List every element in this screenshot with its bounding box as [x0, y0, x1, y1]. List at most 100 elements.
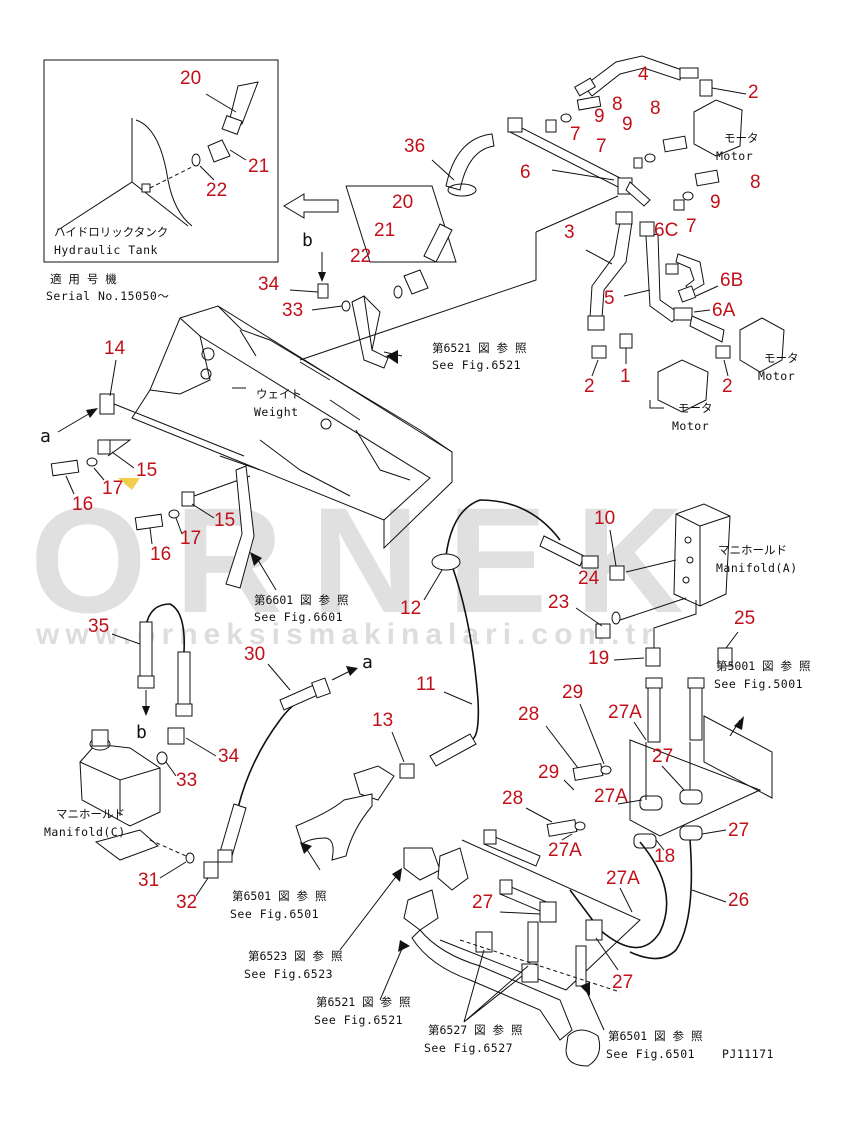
ref-6523-leader [339, 873, 399, 951]
ref-jp: 第6521 図 参 照 [316, 995, 410, 1009]
hose-4 [583, 55, 683, 97]
washer-29-a [600, 765, 612, 775]
watermark-accent [118, 478, 140, 490]
manifold-c-jp: マニホールド [56, 807, 125, 821]
inset-title-en: Hydraulic Tank [54, 243, 158, 257]
adapter-19 [645, 647, 661, 667]
a-arrow-right-head [346, 666, 358, 676]
washer-9-c [682, 191, 694, 201]
manifold-a-edges [675, 513, 731, 606]
clamp-27-b [679, 825, 703, 841]
hose-11-top [445, 499, 561, 557]
part-number: 27A [594, 786, 628, 807]
inset-title-jp: ハイドロリックタンク [54, 225, 168, 239]
watermark-url: www.orneksismakinalari.com.tr [35, 618, 659, 651]
washer-29-b [574, 821, 586, 831]
hose-20-detail [423, 223, 453, 263]
part-number: 11 [416, 674, 436, 695]
part-number: 29 [562, 682, 583, 703]
elbow-2-right [715, 345, 731, 359]
ref-6501b-leader [585, 989, 605, 1031]
bolt-8-a [576, 95, 602, 111]
clip-7-b [633, 157, 643, 169]
letter-b-left: b [136, 722, 147, 743]
part-number: 15 [214, 510, 235, 531]
bolt-16-a [50, 459, 80, 477]
valve-6523 [437, 847, 469, 891]
leader [551, 169, 615, 181]
oring-22-inset [191, 153, 201, 167]
a-arrow-head [86, 408, 98, 418]
ref-6501-arrow [300, 842, 312, 854]
ref-jp: 第6527 図 参 照 [428, 1023, 522, 1037]
part-number: 6A [712, 300, 736, 321]
part-number: 27A [606, 868, 640, 889]
motor-bottom-en: Motor [672, 419, 709, 433]
part-number: 6 [520, 162, 531, 183]
stay-b [575, 945, 587, 987]
part-number: 27 [652, 746, 673, 767]
ref-6523-arrow [392, 868, 402, 882]
motor-top-jp: モータ [724, 131, 759, 145]
leader [431, 159, 455, 181]
elbow-2-left [591, 345, 607, 359]
ref-6501b-arrow [580, 982, 590, 996]
part-number: 35 [88, 616, 109, 637]
b-arrow-left-head [142, 706, 150, 716]
leader [623, 289, 651, 297]
motor-top [693, 99, 743, 157]
part-number: 9 [710, 192, 721, 213]
detail-box: 20 21 22 [345, 185, 457, 299]
part-number: 20 [392, 192, 413, 213]
part-number: 7 [570, 124, 581, 145]
stay-a [527, 921, 539, 963]
clamp-lower-f [521, 963, 539, 983]
part-number: 27 [612, 972, 633, 993]
pipe-6527 [411, 929, 573, 1041]
weight-side [149, 317, 211, 395]
leaders [613, 631, 739, 661]
motor-top-en: Motor [716, 149, 753, 163]
manifold-a-port-1 [684, 536, 692, 544]
elbow-32 [203, 861, 219, 879]
ref-6527-leaders [463, 949, 529, 1023]
arrow-to-inset [283, 193, 339, 219]
ref-jp: 第5001 図 参 照 [716, 659, 810, 673]
washer-17-a [86, 457, 98, 467]
part-number: 12 [400, 598, 421, 619]
bolt-8-c [694, 169, 720, 187]
hose-26-b [629, 839, 693, 960]
hose-11-end [539, 535, 585, 567]
hose-35-loop [145, 603, 186, 653]
fitting-24 [581, 555, 599, 569]
fitting-6b [677, 285, 697, 303]
hose-26-a [569, 841, 668, 949]
part-number: 31 [138, 870, 159, 891]
oring-23 [611, 611, 621, 625]
manifold-a-port-2 [686, 556, 694, 564]
chassis-weight: ウェイト Weight [131, 305, 453, 550]
part-number: 29 [538, 762, 559, 783]
leader [691, 889, 727, 903]
part-number: 16 [150, 544, 171, 565]
leaders [499, 911, 619, 971]
hose-4-end-b [679, 67, 699, 79]
oring-31 [185, 852, 195, 864]
washer-9-a [560, 113, 572, 123]
hose-right-motor [689, 315, 725, 343]
oring-33-left [156, 751, 168, 765]
part-number: 14 [104, 338, 126, 359]
part-number: 22 [350, 246, 371, 267]
line-14 [113, 403, 245, 457]
clamp-lower-e [475, 931, 493, 953]
bolt-28-a [572, 763, 604, 781]
hose-30-body [237, 695, 307, 809]
pipe-lower-a-end [483, 829, 497, 845]
pipe-6527-end [565, 1029, 601, 1067]
ref-jp: 第6523 図 参 照 [248, 949, 342, 963]
pipe-6501-a [295, 793, 373, 861]
weight-hole-a [201, 347, 215, 361]
bolt-16-b [134, 513, 164, 531]
manifold-c: マニホールド Manifold(C) [44, 729, 161, 861]
clamp-12 [431, 553, 461, 571]
